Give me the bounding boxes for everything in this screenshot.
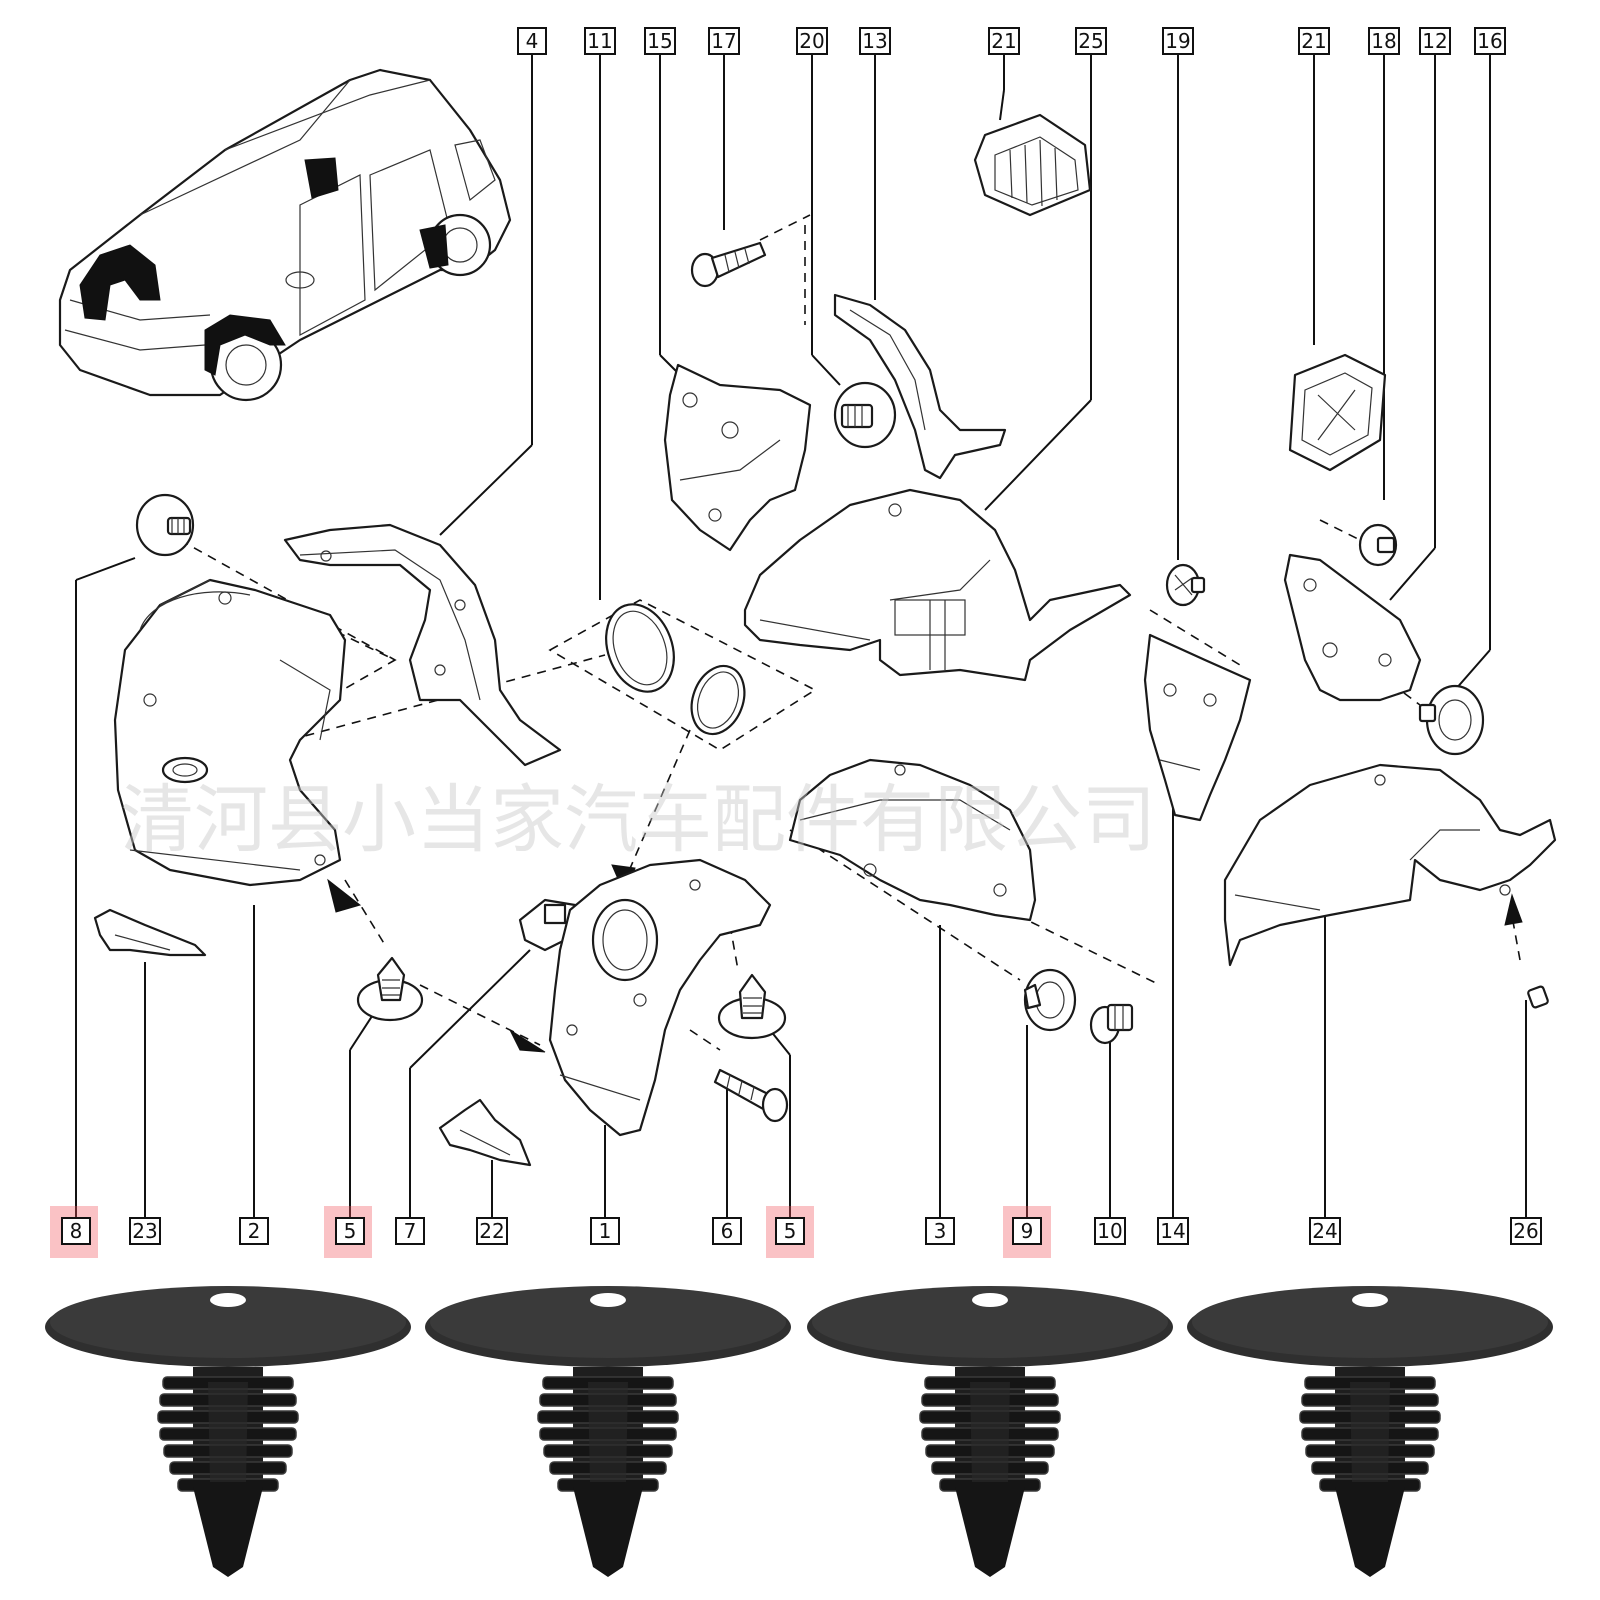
callout-top-16: 16: [1474, 27, 1506, 55]
svg-text:4: 4: [526, 29, 539, 53]
part-20-clip: [833, 381, 897, 449]
part-13-strip: [833, 293, 1007, 480]
part-4-liner: [283, 523, 562, 767]
part-14-panel: [1143, 633, 1252, 822]
part-3-liner: [788, 758, 1037, 922]
svg-text:8: 8: [70, 1219, 83, 1243]
svg-text:2: 2: [248, 1219, 261, 1243]
callout-top-4: 4: [517, 27, 547, 55]
leader-lines: [75, 54, 1527, 1218]
part-15-panel: [663, 363, 812, 552]
fir-tree-push-clip-icon: [806, 1285, 1174, 1578]
svg-text:26: 26: [1513, 1219, 1538, 1243]
callout-top-21a: 21: [988, 27, 1020, 55]
svg-text:19: 19: [1165, 29, 1190, 53]
svg-text:13: 13: [862, 29, 887, 53]
callout-bot-5a: 5: [324, 1206, 372, 1258]
svg-text:17: 17: [711, 29, 736, 53]
callout-bot-1: 1: [590, 1217, 620, 1245]
svg-text:6: 6: [721, 1219, 734, 1243]
callout-bot-3: 3: [925, 1217, 955, 1245]
part-5-clip-b: [717, 973, 787, 1040]
part-10-nut: [1089, 1003, 1134, 1045]
callout-top-18: 18: [1368, 27, 1400, 55]
svg-text:15: 15: [647, 29, 672, 53]
part-5-clip-a: [356, 956, 424, 1022]
part-25-rear-liner: [743, 488, 1132, 682]
part-23-bracket: [93, 908, 207, 957]
product-photos: [44, 1285, 1554, 1578]
part-19-clip: [1165, 563, 1206, 607]
svg-text:5: 5: [784, 1219, 797, 1243]
callout-bot-8: 8: [50, 1206, 98, 1258]
part-1-liner: [548, 858, 772, 1137]
svg-text:20: 20: [799, 29, 824, 53]
svg-text:23: 23: [132, 1219, 157, 1243]
callout-bot-9: 9: [1003, 1206, 1051, 1258]
callout-bot-5b: 5: [766, 1206, 814, 1258]
part-21-vent-grille-b: [1288, 353, 1387, 472]
callout-top-20: 20: [796, 27, 828, 55]
svg-text:9: 9: [1021, 1219, 1034, 1243]
callouts-top: 4 11 15 17 20 13 21 25 19 21 18 12 16: [517, 27, 1506, 55]
svg-text:3: 3: [934, 1219, 947, 1243]
svg-text:18: 18: [1371, 29, 1396, 53]
svg-text:25: 25: [1078, 29, 1103, 53]
fir-tree-push-clip-icon: [424, 1285, 792, 1578]
part-18-clip: [1358, 523, 1398, 567]
callout-top-25: 25: [1075, 27, 1107, 55]
fir-tree-push-clip-icon: [44, 1285, 412, 1578]
callout-bot-6: 6: [712, 1217, 742, 1245]
svg-text:10: 10: [1097, 1219, 1122, 1243]
svg-text:21: 21: [991, 29, 1016, 53]
callout-bot-22: 22: [476, 1217, 508, 1245]
part-6-screw: [713, 1068, 789, 1123]
part-22-bracket: [438, 1098, 532, 1167]
part-17-screw: [690, 241, 767, 288]
callout-top-13: 13: [859, 27, 891, 55]
part-2-wheel-arch-liner: [113, 578, 347, 887]
svg-text:14: 14: [1160, 1219, 1185, 1243]
callout-bot-2: 2: [239, 1217, 269, 1245]
fir-tree-push-clip-icon: [1186, 1285, 1554, 1578]
svg-text:21: 21: [1301, 29, 1326, 53]
part-9-clip: [1023, 968, 1077, 1032]
part-16-clip: [1418, 684, 1485, 756]
part-12-panel: [1283, 553, 1422, 702]
svg-text:7: 7: [404, 1219, 417, 1243]
callout-top-11: 11: [584, 27, 616, 55]
callout-bot-14: 14: [1157, 1217, 1189, 1245]
callout-bot-23: 23: [129, 1217, 161, 1245]
callout-bot-7: 7: [395, 1217, 425, 1245]
part-21-vent-grille-a: [973, 113, 1092, 217]
part-24-rear-liner: [1223, 763, 1557, 967]
callouts-bottom: 8 23 2 5 7 22 1 6 5 3 9 10 14 24 26: [50, 1206, 1542, 1258]
car-illustration: [58, 68, 512, 402]
svg-text:12: 12: [1422, 29, 1447, 53]
part-26-clip: [1527, 985, 1549, 1009]
callout-top-12: 12: [1419, 27, 1451, 55]
svg-text:1: 1: [599, 1219, 612, 1243]
callout-bot-24: 24: [1309, 1217, 1341, 1245]
watermark-text: 清河县小当家汽车配件有限公司: [120, 777, 1156, 863]
callout-top-15: 15: [644, 27, 676, 55]
callout-top-17: 17: [708, 27, 740, 55]
callout-bot-10: 10: [1094, 1217, 1126, 1245]
callout-top-19: 19: [1162, 27, 1194, 55]
part-8-clip: [135, 493, 195, 557]
svg-text:24: 24: [1312, 1219, 1337, 1243]
svg-text:5: 5: [344, 1219, 357, 1243]
svg-text:16: 16: [1477, 29, 1502, 53]
callout-top-21b: 21: [1298, 27, 1330, 55]
svg-text:22: 22: [479, 1219, 504, 1243]
svg-text:11: 11: [587, 29, 612, 53]
callout-bot-26: 26: [1510, 1217, 1542, 1245]
part-11-seals: [605, 603, 746, 736]
